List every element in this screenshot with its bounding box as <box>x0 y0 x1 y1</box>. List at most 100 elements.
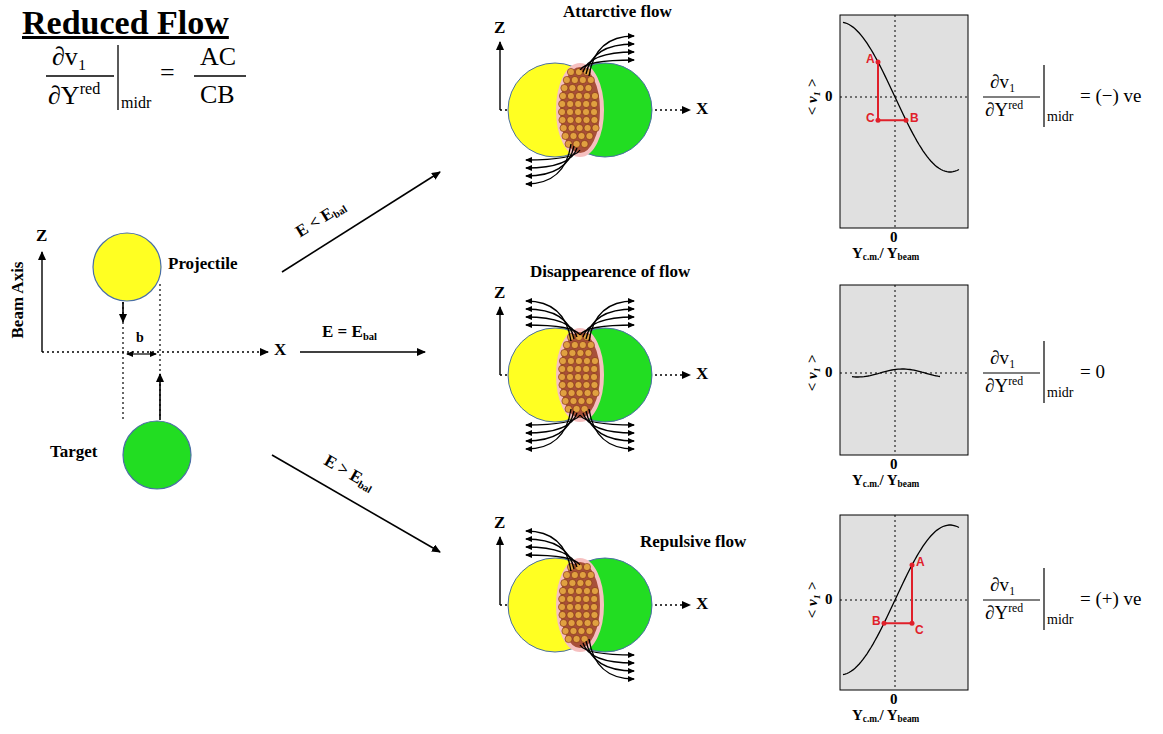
target-sphere <box>558 63 652 157</box>
energy-condition: E > Ebal <box>320 451 378 496</box>
nucleon <box>574 603 581 610</box>
line <box>840 373 968 374</box>
nucleon <box>559 611 566 618</box>
nucleon <box>583 611 590 618</box>
nucleon <box>566 373 573 380</box>
label-text: midr <box>121 94 151 111</box>
label-text: X <box>274 340 286 359</box>
label-text: ∂v₁ <box>990 347 1016 368</box>
line <box>499 42 500 110</box>
nucleon <box>560 619 567 626</box>
label-text: Z <box>494 18 505 37</box>
nucleon <box>581 405 588 412</box>
label-text: b <box>136 330 144 345</box>
nucleon <box>562 132 569 139</box>
formula-index: midr <box>1047 612 1073 628</box>
flow-line <box>526 301 571 341</box>
label-text: C <box>915 623 924 637</box>
formula: CB <box>200 80 235 110</box>
plot-frame <box>840 15 968 228</box>
nucleon <box>585 349 592 356</box>
energy-condition: E = Ebal <box>322 322 377 343</box>
flow-title: Repulsive flow <box>640 532 746 552</box>
nucleon <box>577 84 584 91</box>
plot-frame <box>840 285 968 455</box>
nucleus-label: Projectile <box>168 254 238 274</box>
line <box>499 307 500 375</box>
nucleon <box>577 579 584 586</box>
nucleon <box>574 108 581 115</box>
flow-line <box>526 409 571 449</box>
label-text: 0 <box>825 591 833 607</box>
nucleon <box>563 341 570 348</box>
formula: ∂Yred <box>48 80 100 111</box>
point <box>882 621 887 626</box>
nucleon <box>591 365 598 372</box>
axis-label: Z <box>36 226 47 246</box>
nucleon <box>582 373 589 380</box>
axis-title: Yc.m./ Ybeam <box>852 472 919 490</box>
formula: = (−) ve <box>1080 85 1142 107</box>
label-text: A <box>916 555 925 569</box>
point-label: B <box>872 615 881 629</box>
index-text: red <box>1008 99 1023 112</box>
projectile-sphere <box>508 558 602 652</box>
label-text: < v₁ > <box>804 79 820 115</box>
point <box>904 118 909 123</box>
tick-label: 0 <box>890 691 898 708</box>
formula: AC <box>200 42 236 72</box>
nucleon <box>568 389 575 396</box>
point-label: A <box>916 556 925 570</box>
axis-title: < v₁ > <box>804 355 821 391</box>
nucleon <box>586 627 593 634</box>
target-sphere <box>558 558 652 652</box>
nucleon <box>583 595 590 602</box>
formula: ∂v₁ <box>990 71 1016 93</box>
participant-zone <box>558 330 602 420</box>
flow-line <box>589 639 634 679</box>
label-text: A <box>866 52 875 66</box>
nucleon <box>570 132 577 139</box>
point-label: C <box>915 624 924 638</box>
label-text: B <box>910 111 919 125</box>
line <box>983 599 1040 600</box>
v1-curve <box>843 22 959 172</box>
label-text: ∂v₁ <box>990 574 1016 595</box>
axis-title: Yc.m./ Ybeam <box>852 707 919 725</box>
formula: ∂Yred <box>985 375 1023 397</box>
nucleon <box>575 365 582 372</box>
nucleus-circle: Projectile <box>92 232 162 302</box>
label-text: X <box>696 364 708 383</box>
nucleon <box>575 68 582 75</box>
nucleon <box>592 389 599 396</box>
flow-line <box>589 409 634 449</box>
label-text: = <box>160 58 175 87</box>
nucleon <box>569 349 576 356</box>
line <box>983 372 1040 373</box>
label-text: Z <box>494 513 505 532</box>
nucleon <box>591 357 598 364</box>
nucleon <box>579 76 586 83</box>
label-text: Z <box>36 226 47 245</box>
v1-curve <box>852 369 940 377</box>
flow-line <box>589 301 634 341</box>
nucleon <box>583 381 590 388</box>
label-text: Z <box>494 283 505 302</box>
circle-outline <box>122 420 192 490</box>
nucleon <box>592 124 599 131</box>
nucleon <box>559 100 566 107</box>
line <box>840 97 968 98</box>
label-text: ∂Y <box>985 602 1008 623</box>
label-text: / Y <box>879 245 897 261</box>
line <box>46 75 114 76</box>
label-text: ∂Y <box>985 375 1008 396</box>
projectile-sphere <box>508 63 602 157</box>
nucleon <box>582 603 589 610</box>
line <box>499 537 500 605</box>
nucleon <box>587 571 594 578</box>
point-label: A <box>866 53 875 67</box>
axis-title: Yc.m./ Ybeam <box>852 245 919 263</box>
label-text: ∂v₁ <box>990 71 1016 92</box>
label-text: 0 <box>825 364 833 380</box>
nucleon <box>559 116 566 123</box>
